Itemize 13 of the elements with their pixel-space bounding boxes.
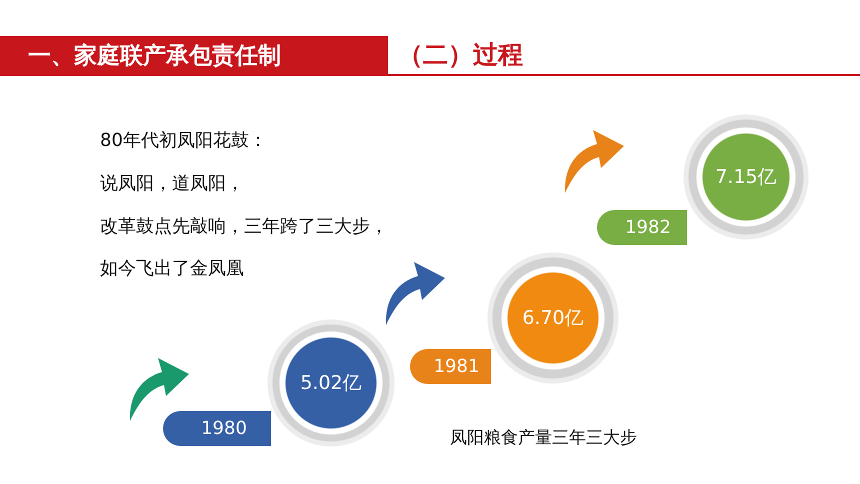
value-circle: 7.15亿 — [683, 114, 809, 240]
value-circle: 6.70亿 — [487, 252, 619, 384]
title-banner: 一、家庭联产承包责任制 — [0, 36, 388, 76]
poem-line: 改革鼓点先敲响，三年跨了三大步， — [100, 215, 388, 238]
poem-line: 如今飞出了金凤凰 — [100, 257, 244, 280]
poem-line: 80年代初凤阳花鼓： — [100, 129, 267, 152]
year-bar: 1981 — [410, 349, 491, 384]
chart-caption: 凤阳粮食产量三年三大步 — [450, 427, 637, 449]
poem-line: 说凤阳，道凤阳， — [100, 172, 244, 195]
year-bar: 1982 — [597, 210, 687, 245]
year-bar: 1980 — [163, 411, 271, 446]
value-circle: 5.02亿 — [267, 319, 395, 447]
subtitle: （二）过程 — [398, 39, 523, 71]
